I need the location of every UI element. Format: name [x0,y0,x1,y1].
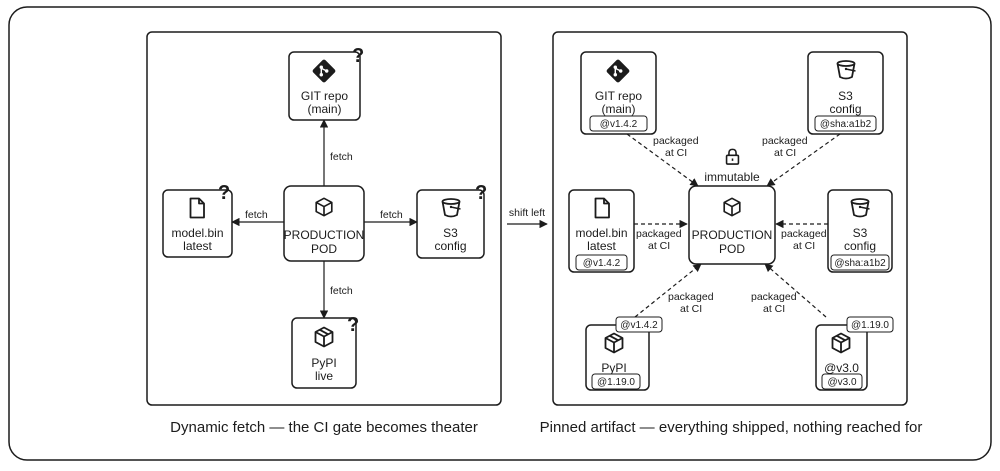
edge-git-to-pod [626,133,699,187]
right-edge-labels: packaged at CI packaged at CI packaged a… [636,135,827,315]
svg-text:packaged: packaged [636,228,682,240]
right-git-node: GIT repo (main) @v1.4.2 [580,51,657,135]
svg-text:@v3.0: @v3.0 [827,377,856,388]
svg-text:PRODUCTION: PRODUCTION [284,228,365,242]
version-tag [821,373,863,390]
svg-text:config: config [434,239,466,253]
right-pypi-node: PyPI @v1.4.2 @1.19.0 [585,316,663,391]
shift-left-label: shift left [509,207,545,219]
edge-label-fetch-up: fetch [330,151,353,163]
svg-text:GIT repo: GIT repo [595,89,642,103]
right-model-node: model.bin latest @v1.4.2 [568,189,635,273]
svg-text:live: live [315,369,333,383]
svg-text:PyPI: PyPI [601,361,626,375]
version-tag [591,373,641,390]
unknown-version-mark: ? [475,182,487,204]
right-panel-frame [552,31,908,406]
svg-text:packaged: packaged [762,135,808,147]
version-tag [814,115,877,132]
left-model-node: model.bin latest ? [162,182,233,258]
svg-text:@v1.4.2: @v1.4.2 [600,119,638,130]
svg-text:at CI: at CI [665,147,687,159]
svg-text:@sha:a1b2: @sha:a1b2 [820,119,872,130]
edge-label-fetch-down: fetch [330,285,353,297]
right-caption: Pinned artifact — everything shipped, no… [540,419,923,436]
svg-text:POD: POD [311,242,337,256]
left-git-node: GIT repo (main) ? [288,45,364,121]
svg-text:at CI: at CI [793,240,815,252]
left-s3-node: S3 config ? [416,182,487,259]
right-panel: packaged at CI packaged at CI packaged a… [552,31,908,406]
svg-text:POD: POD [719,242,745,256]
version-tag [830,254,890,271]
svg-text:model.bin: model.bin [171,226,223,240]
svg-text:S3: S3 [838,89,853,103]
right-edges [626,133,841,318]
svg-text:at CI: at CI [680,303,702,315]
svg-text:@1.19.0: @1.19.0 [597,377,635,388]
svg-text:S3: S3 [443,226,458,240]
svg-text:(main): (main) [307,102,341,116]
svg-text:(main): (main) [601,102,635,116]
svg-text:config: config [829,102,861,116]
unknown-version-mark: ? [352,45,364,67]
shift-left-transition: shift left [507,207,548,229]
left-edges: fetch fetch fetch fetch [231,119,418,319]
svg-text:@v1.4.2: @v1.4.2 [583,258,621,269]
svg-text:packaged: packaged [751,291,797,303]
right-production-pod: PRODUCTION POD [688,185,776,265]
svg-text:at CI: at CI [648,240,670,252]
version-tag [589,115,648,132]
unknown-version-mark: ? [347,314,359,336]
left-panel-frame [146,31,502,406]
version-tag [615,316,663,333]
svg-text:latest: latest [587,239,616,253]
svg-text:GIT repo: GIT repo [301,89,348,103]
outer-frame [8,6,992,461]
svg-text:packaged: packaged [653,135,699,147]
immutable-label: immutable [704,170,760,184]
edge-pypi-to-pod [634,263,702,318]
right-s3-top-node: S3 config @sha:a1b2 [807,51,884,135]
svg-text:@v3.0: @v3.0 [824,361,859,375]
right-package-node: @v3.0 @1.19.0 @v3.0 [815,316,894,391]
left-caption: Dynamic fetch — the CI gate becomes thea… [170,419,478,436]
svg-text:@v1.4.2: @v1.4.2 [620,320,658,331]
edge-label-fetch-left: fetch [245,209,268,221]
svg-text:PyPI: PyPI [311,356,336,370]
unknown-version-mark: ? [218,182,230,204]
left-production-pod: PRODUCTION POD [283,185,365,262]
left-pypi-node: PyPI live ? [291,314,359,389]
version-tag [575,254,628,271]
svg-text:at CI: at CI [763,303,785,315]
svg-text:at CI: at CI [774,147,796,159]
svg-text:latest: latest [183,239,212,253]
version-tag [846,316,894,333]
right-s3-side-node: S3 config @sha:a1b2 [827,189,893,273]
svg-text:packaged: packaged [781,228,827,240]
svg-text:@sha:a1b2: @sha:a1b2 [834,258,886,269]
svg-text:config: config [844,239,876,253]
svg-text:PRODUCTION: PRODUCTION [692,228,773,242]
svg-text:@1.19.0: @1.19.0 [851,320,889,331]
svg-text:model.bin: model.bin [575,226,627,240]
svg-text:packaged: packaged [668,291,714,303]
immutable-marker: immutable [704,148,760,184]
left-panel: fetch fetch fetch fetch PRODUCTION POD G… [146,31,502,406]
edge-s3-top-to-pod [766,133,841,187]
svg-text:S3: S3 [853,226,868,240]
edge-label-fetch-right: fetch [380,209,403,221]
